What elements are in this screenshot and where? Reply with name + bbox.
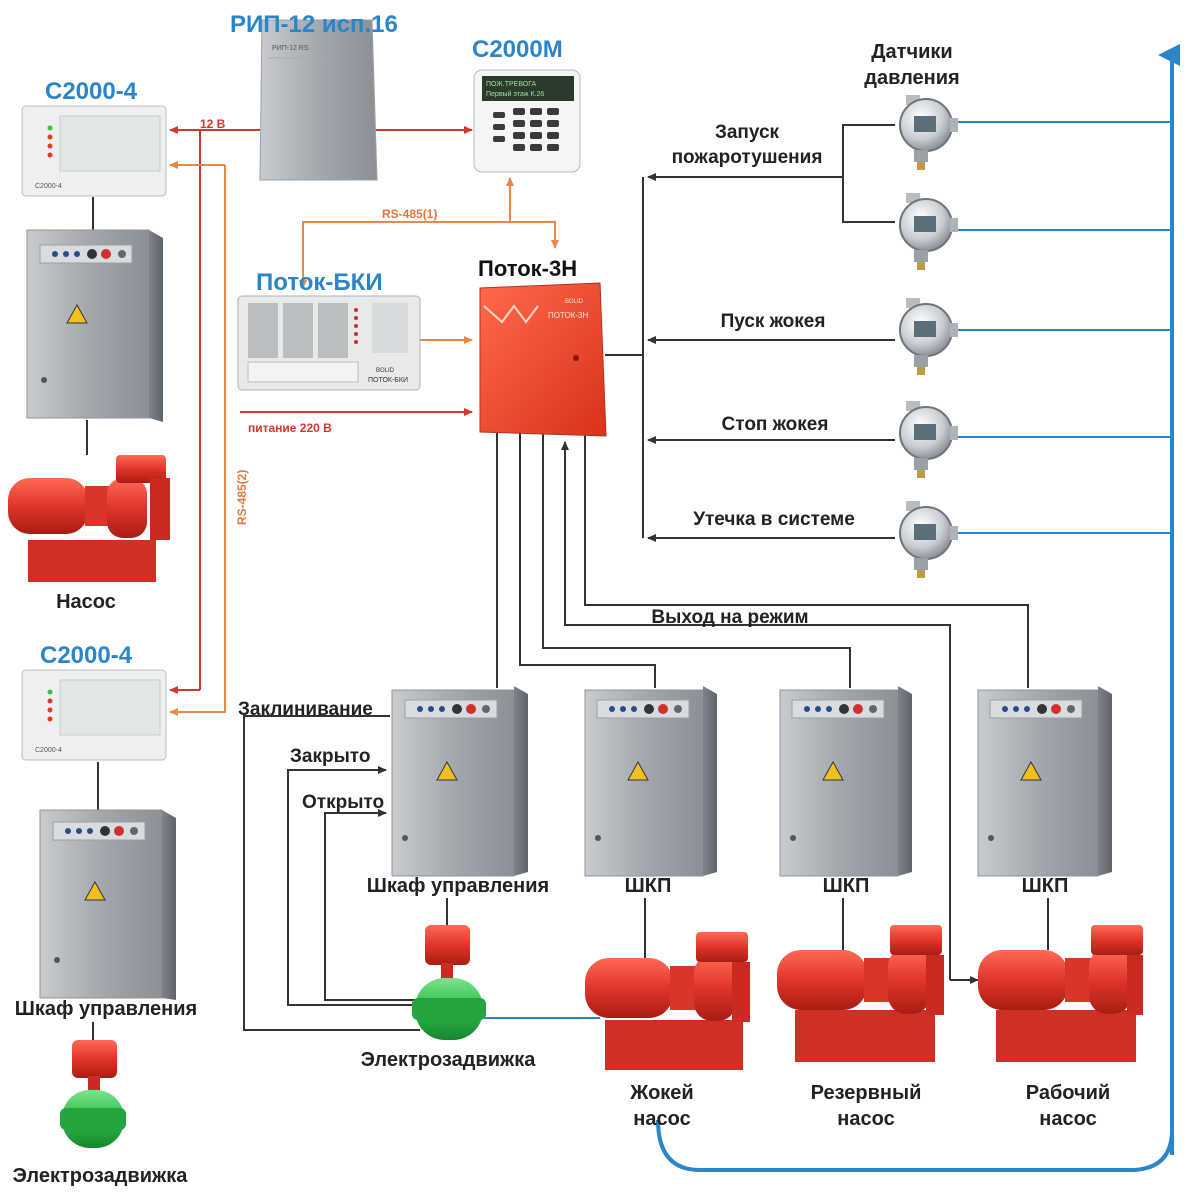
hydraulic-lines [484,44,1180,1172]
shkp-cabinet-3 [977,686,1112,877]
signal-mode-exit: Выход на режим [651,607,808,628]
signal-fire-start-2: пожаротушения [672,147,823,168]
signal-fire-start-1: Запуск [715,122,780,143]
potok3n-face-label: ПОТОК-3Н [548,311,588,320]
c2000-4-bottom-face-label: С2000-4 [35,747,62,754]
caption-valve-left: Электрозадвижка [13,1165,189,1187]
label-power-220: питание 220 В [248,421,332,435]
left-fire-pump [8,455,170,582]
caption-jockey-1: Жокей [629,1082,693,1104]
signal-jockey-stop: Стоп жокея [722,414,829,435]
shkp-cabinet-1 [584,686,717,877]
potok3n-brand: BOLID [565,299,584,305]
pressure-sensor-5 [899,501,958,578]
caption-shkp-3: ШКП [1022,875,1069,897]
caption-valve-mid: Электрозадвижка [361,1049,537,1071]
shkp-cabinet-2 [779,686,912,877]
middle-control-cabinet [391,686,528,877]
rip-face-label: РИП-12 RS [272,45,309,52]
reserve-pump [777,925,944,1062]
signal-opened: Открыто [302,792,384,813]
working-pump [978,925,1143,1062]
c2000m-keypad: ПОЖ.ТРЕВОГА Первый этаж К.26 [473,69,581,173]
signal-closed: Закрыто [290,746,370,767]
pressure-sensor-3 [899,298,958,375]
pressure-sensor-2 [899,193,958,270]
c2000-4-top-face-label: С2000-4 [35,183,62,190]
rip-12-device: РИП-12 RS [259,19,378,181]
label-12v: 12 В [200,117,226,131]
left-control-cabinet-bottom [39,809,176,1000]
caption-working-2: насос [1039,1108,1096,1130]
c2000-4-top-device: С2000-4 [21,105,167,197]
s2000m-screen-line1: ПОЖ.ТРЕВОГА [486,81,537,88]
caption-pump-left: Насос [56,591,116,613]
caption-reserve-1: Резервный [811,1082,922,1104]
middle-electric-valve [412,925,486,1040]
potok-bki-title: Поток-БКИ [256,269,383,296]
c2000m-title: С2000М [472,36,563,63]
left-control-cabinet-top [26,229,163,422]
signal-jam: Заклинивание [238,699,373,720]
potok-bki-device: BOLID ПОТОК-БКИ [237,295,421,391]
jockey-pump [585,932,750,1070]
label-rs485-1: RS-485(1) [382,207,437,221]
power-interface-lines [169,126,559,716]
signal-jockey-start: Пуск жокея [721,311,826,332]
caption-shkp-2: ШКП [823,875,870,897]
potok-3n-title: Поток-3Н [478,256,577,281]
c2000-4-bottom-device: С2000-4 [21,669,167,761]
pressure-sensor-4 [899,401,958,478]
potok-3n-device: ПОТОК-3Н BOLID [479,282,607,437]
signal-lines [86,124,1049,1040]
sensors-title-line2: давления [864,67,959,89]
signal-leak: Утечка в системе [693,509,855,530]
c2000-4-top-title: С2000-4 [45,78,138,105]
c2000-4-bottom-title: С2000-4 [40,642,133,669]
caption-jockey-2: насос [633,1108,690,1130]
caption-reserve-2: насос [837,1108,894,1130]
rip-12-title: РИП-12 исп.16 [230,11,398,38]
caption-working-1: Рабочий [1026,1082,1110,1104]
caption-cabinet-mid: Шкаф управления [367,875,549,897]
caption-cabinet-left: Шкаф управления [15,998,197,1020]
label-rs485-2: RS-485(2) [235,470,249,525]
bki-face-label: ПОТОК-БКИ [368,377,408,384]
caption-shkp-1: ШКП [625,875,672,897]
sensors-title-line1: Датчики [871,41,952,63]
left-electric-valve [60,1040,126,1148]
s2000m-screen-line2: Первый этаж К.26 [486,90,544,98]
bki-brand: BOLID [376,368,395,374]
pressure-sensor-1 [899,95,958,170]
